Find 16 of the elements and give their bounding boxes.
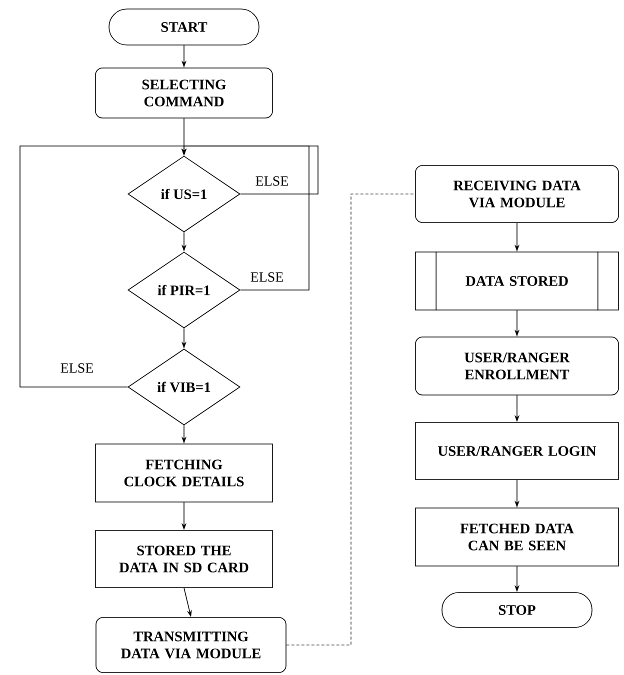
edge-label: ELSE xyxy=(250,272,284,282)
terminal-box: START xyxy=(108,8,260,46)
process-box: SELECTING COMMAND xyxy=(95,68,273,118)
terminal-box: STOP xyxy=(442,592,592,628)
predefined-process-box: DATA STORED xyxy=(415,251,619,311)
edge-label: ELSE xyxy=(256,176,288,186)
process-box: USER/RANGER ENROLLMENT xyxy=(415,336,619,396)
process-box: FETCHING CLOCK DETAILS xyxy=(95,444,273,502)
process-box: RECEIVING DATA VIA MODULE xyxy=(415,165,619,223)
process-box: STORED THE DATA IN SD CARD xyxy=(95,530,273,588)
dashed-connector xyxy=(286,194,416,646)
process-box: USER/RANGER LOGIN xyxy=(415,422,619,480)
edge-label: ELSE xyxy=(60,363,94,373)
process-box: FETCHED DATA CAN BE SEEN xyxy=(415,508,619,566)
process-box: TRANSMITTING DATA VIA MODULE xyxy=(96,617,286,673)
arrow xyxy=(20,146,187,388)
